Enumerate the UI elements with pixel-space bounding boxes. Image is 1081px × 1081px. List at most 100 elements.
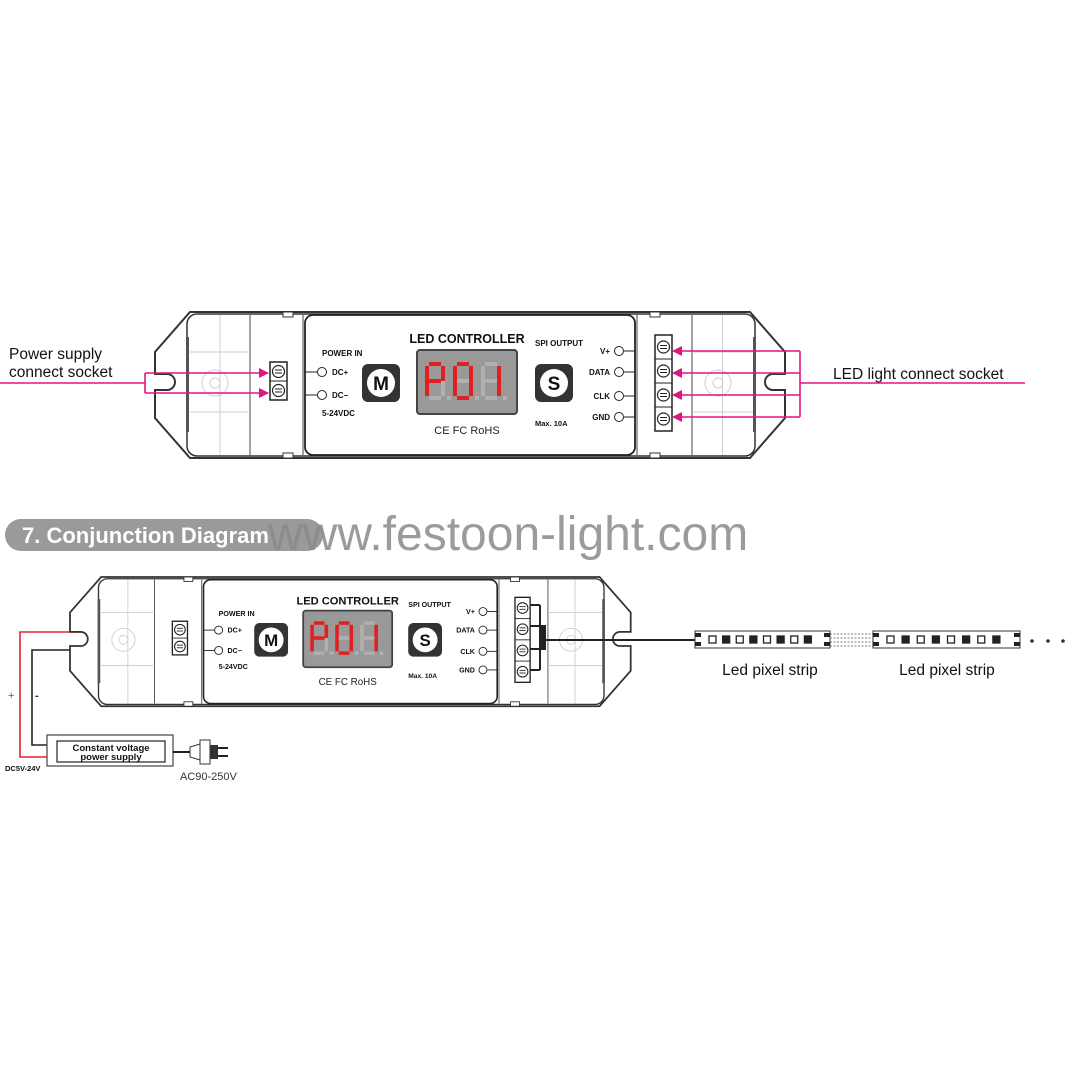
edge-ridge (602, 599, 605, 684)
port-indicator-icon (614, 367, 624, 377)
display-segment (497, 366, 501, 381)
strip-pad (1014, 633, 1020, 637)
mount-hole (118, 634, 129, 645)
led-pixel (886, 635, 895, 644)
led-pixel (961, 635, 971, 644)
power-socket-label-line1: Power supply (9, 346, 102, 363)
terminal-screw-icon (516, 602, 529, 614)
display-segment (338, 636, 350, 640)
max-current-label: Max. 10A (535, 419, 568, 428)
button-circle (258, 627, 284, 653)
led-pixel (721, 635, 731, 644)
s-button-label: S (419, 631, 430, 650)
display-segment (485, 396, 497, 400)
voltage-label: 5-24VDC (219, 663, 248, 671)
terminal-screw-icon (271, 364, 286, 379)
strip-label-2: Led pixel strip (899, 662, 995, 679)
segment-display: P01 (70, 576, 394, 669)
edge-ridge (753, 337, 756, 432)
display-value: P01 (70, 576, 72, 578)
display-segment (485, 379, 497, 383)
strip-connector-dashes (830, 633, 873, 647)
watermark: www.festoon-light.com (267, 508, 748, 561)
led-pixel-strip-2 (872, 630, 1021, 649)
display-segment (338, 651, 350, 655)
port-indicator-icon (478, 607, 488, 616)
s-button[interactable]: S (408, 623, 443, 657)
port-indicator-icon (317, 367, 327, 377)
terminal-screw-icon (174, 623, 186, 636)
ac-range-label: AC90-250V (180, 771, 238, 783)
clip-tab (183, 576, 194, 582)
dc-minus-label: DC− (228, 647, 242, 655)
led-pixel (749, 635, 758, 644)
continuation-ellipsis (1030, 639, 1065, 643)
button-circle (540, 369, 568, 397)
mount-hole (111, 627, 136, 652)
controller-title: LED CONTROLLER (296, 595, 398, 607)
controller-title: LED CONTROLLER (409, 332, 524, 346)
strip-pad (873, 633, 879, 637)
m-button[interactable]: M (254, 623, 289, 657)
led-pixel (803, 635, 813, 644)
display-segment (429, 362, 441, 366)
display-segment (457, 396, 469, 400)
display-segment (360, 638, 364, 652)
display-segment (457, 362, 469, 366)
dc-plus-label: DC+ (332, 368, 349, 377)
certification-marks: CE FC RoHS (319, 677, 378, 688)
led-pixel (946, 635, 956, 644)
power-supply-label-line2: power supply (80, 752, 142, 763)
ac-plug-icon (173, 739, 228, 765)
section-header-pill (5, 519, 323, 551)
display-dot (379, 651, 384, 655)
plus-label: + (8, 690, 14, 702)
port-indicator-icon (478, 646, 488, 656)
power-socket-label-line2: connect socket (9, 364, 113, 381)
display-segment (338, 621, 350, 625)
display-segment (485, 362, 497, 366)
clip-tab (510, 701, 520, 707)
port-label-0: V+ (600, 347, 610, 356)
voltage-label: 5-24VDC (322, 409, 355, 418)
led-pixel (977, 635, 986, 644)
display-segment (310, 624, 314, 639)
display-dot (354, 651, 359, 655)
display-segment (425, 381, 429, 396)
dc-minus-label: DC− (332, 391, 349, 400)
display-segment (313, 621, 325, 625)
strip-body (694, 630, 831, 649)
clip-tab (510, 576, 520, 582)
output-terminal (514, 596, 531, 683)
led-pixel (708, 635, 717, 644)
display-segment (363, 621, 375, 625)
led-pixel (992, 635, 1001, 644)
max-current-label: Max. 10A (408, 673, 437, 680)
port-indicator-icon (214, 625, 224, 635)
s-button-label: S (548, 374, 561, 395)
edge-ridge (186, 337, 189, 432)
strip-label-1: Led pixel strip (722, 662, 818, 679)
terminal-screw-icon (656, 412, 671, 426)
led-pixel (901, 635, 910, 644)
display-segment (441, 366, 445, 381)
led-strips (694, 630, 1021, 649)
m-button[interactable]: M (362, 364, 400, 402)
led-pixel-strip-1 (694, 630, 831, 649)
display-value: P01 (155, 311, 157, 313)
output-wire-bracket (530, 604, 695, 671)
display-segment (453, 366, 457, 381)
dc-plus-label: DC+ (228, 627, 242, 635)
s-button[interactable]: S (535, 364, 573, 402)
power-socket-annotation (0, 368, 269, 398)
strip-pad (1014, 642, 1020, 646)
display-segment (349, 638, 354, 652)
strip-pad (695, 633, 701, 637)
port-label-3: GND (459, 667, 475, 675)
display-segment (429, 379, 441, 383)
